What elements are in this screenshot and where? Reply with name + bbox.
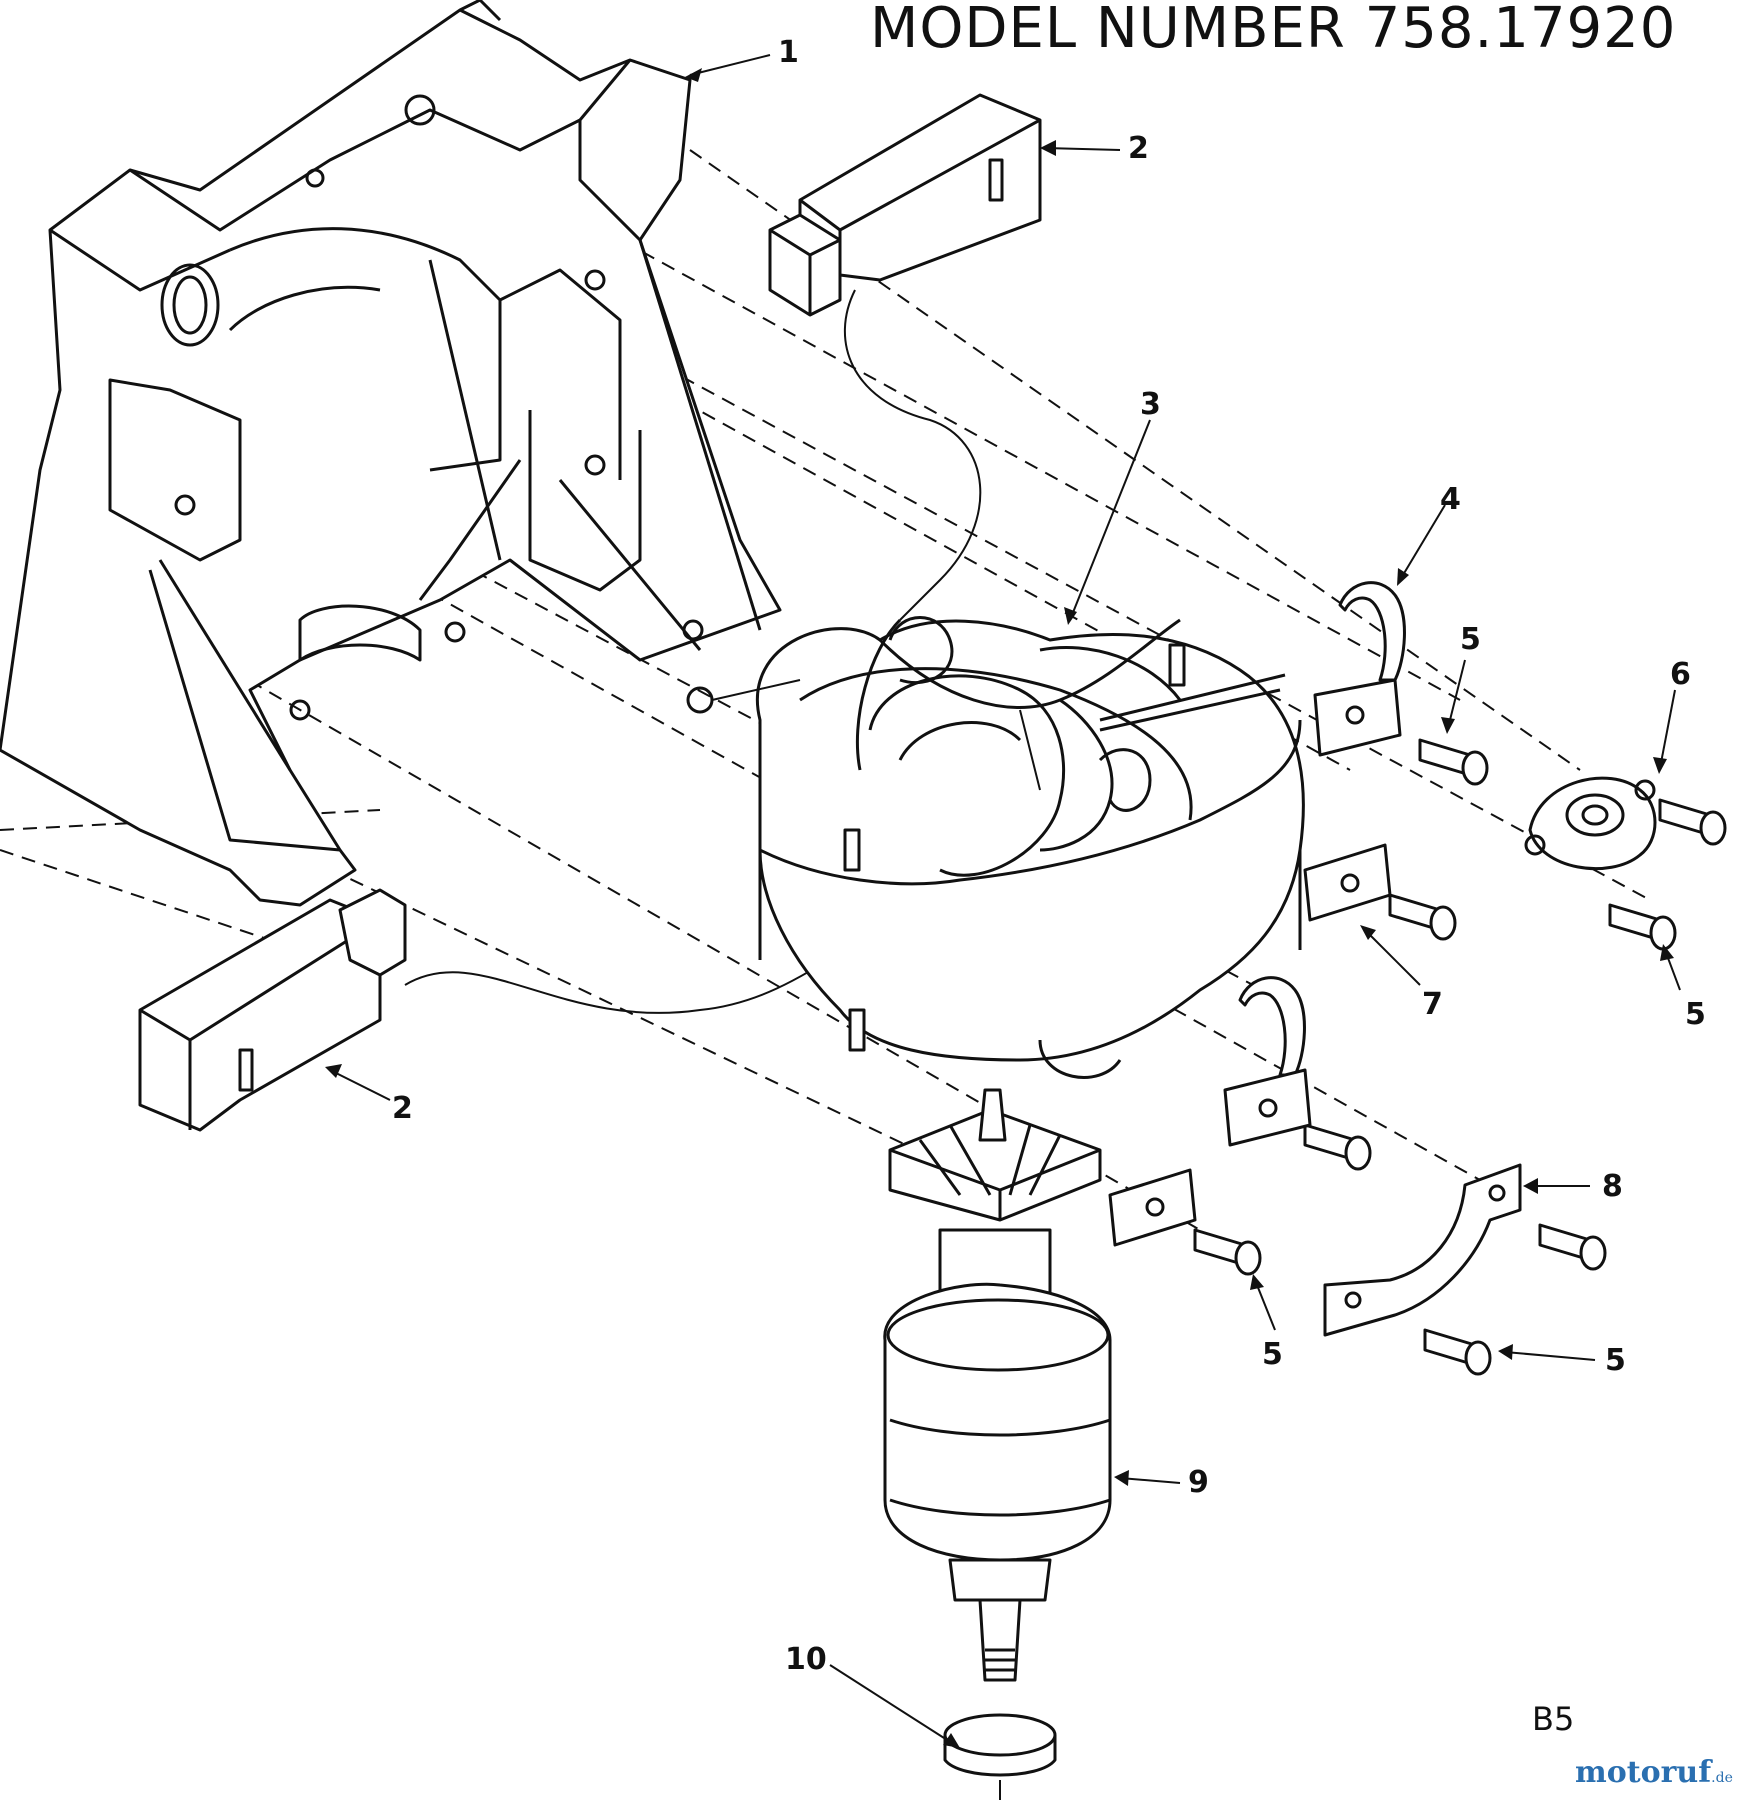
part-5-screws	[1193, 738, 1727, 1376]
callout-3: 3	[1140, 387, 1161, 422]
part-9-armature	[883, 1088, 1112, 1682]
callout-5-upper: 5	[1460, 622, 1481, 657]
armature-plate	[1108, 1168, 1197, 1247]
callout-8: 8	[1602, 1169, 1623, 1204]
callout-2-top: 2	[1128, 131, 1149, 166]
callout-5-lower: 5	[1262, 1337, 1283, 1372]
callout-5-right: 5	[1685, 997, 1706, 1032]
callout-9: 9	[1188, 1465, 1209, 1500]
callout-4: 4	[1440, 482, 1461, 517]
page-code: B5	[1532, 1700, 1575, 1738]
part-6-bearing-retainer	[1524, 776, 1657, 871]
callout-2-bottom: 2	[392, 1091, 413, 1126]
callout-7: 7	[1422, 987, 1443, 1022]
callout-1: 1	[778, 35, 799, 70]
model-number-title: MODEL NUMBER 758.17920	[870, 0, 1677, 61]
watermark-logo: motoruf.de	[1575, 1755, 1733, 1790]
callout-5-lower-right: 5	[1605, 1343, 1626, 1378]
part-1-housing-frame	[0, 0, 782, 907]
part-10-retaining-ring	[943, 1713, 1057, 1800]
part-8-strap-clamp	[1323, 1163, 1522, 1337]
callout-leaders	[325, 54, 1681, 1748]
part-4-clamp	[1313, 581, 1406, 757]
lower-clamp	[1223, 976, 1312, 1147]
part-2-brush-holder-bottom	[138, 839, 1081, 1132]
watermark-main: motoruf	[1575, 1755, 1712, 1790]
part-7-clip-plate	[1303, 843, 1392, 922]
callout-10: 10	[785, 1642, 827, 1677]
callout-6: 6	[1670, 657, 1691, 692]
part-3-field-stator	[686, 616, 1305, 1079]
part-2-brush-holder-top	[768, 93, 1042, 621]
watermark-tld: .de	[1711, 1770, 1733, 1786]
